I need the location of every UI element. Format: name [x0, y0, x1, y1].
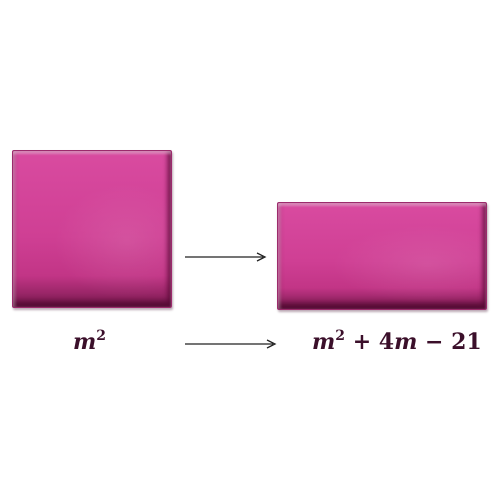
rectangle-tile	[277, 202, 487, 310]
left-variable: m	[73, 329, 97, 355]
left-expression-label: m2	[73, 328, 107, 355]
right-expression-label: m2 + 4m − 21	[312, 328, 482, 355]
right-constant-term: − 21	[417, 329, 482, 355]
left-exponent: 2	[96, 328, 107, 344]
top-arrow	[185, 251, 267, 263]
square-tile	[12, 150, 172, 308]
right-linear-coefficient: + 4	[345, 329, 395, 355]
right-exponent: 2	[335, 328, 346, 344]
right-variable: m	[312, 329, 336, 355]
right-variable-2: m	[394, 329, 418, 355]
bottom-arrow	[185, 338, 277, 350]
